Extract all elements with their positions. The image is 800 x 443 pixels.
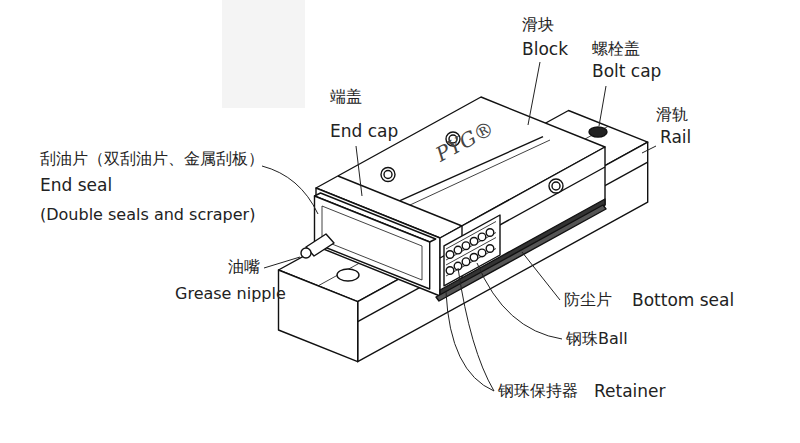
bolt-hole [384, 171, 392, 179]
leader-lines [262, 62, 656, 391]
part-label: Block [522, 40, 568, 60]
part-label: 防尘片 [564, 291, 612, 309]
rail-end [279, 270, 358, 362]
part-label: Bolt cap [592, 62, 661, 82]
ball-row [446, 229, 494, 275]
part-label: Grease nipple [175, 285, 286, 303]
bolt-hole [381, 168, 395, 182]
part-label: 钢珠Ball [566, 330, 628, 348]
part-label: End seal [40, 176, 112, 196]
part-label: 油嘴 [228, 258, 260, 276]
part-label: (Double seals and scraper) [40, 206, 255, 224]
cutaway [444, 215, 500, 286]
bottom-seal [436, 205, 606, 301]
part-label: 钢珠保持器 [498, 382, 578, 400]
bolt-cap [589, 127, 607, 137]
background-patch [222, 0, 305, 108]
bolt-hole [552, 182, 560, 190]
part-label: 滑轨 [656, 106, 688, 124]
part-label: 滑块 [522, 16, 554, 34]
rail-hole [337, 269, 359, 281]
bolt-hole [549, 179, 563, 193]
part-label: Rail [660, 128, 691, 148]
part-label: Retainer [594, 382, 666, 402]
retainer [446, 238, 496, 266]
part-label: End cap [330, 122, 398, 142]
part-label: Bottom seal [632, 291, 734, 311]
part-label: 刮油片（双刮油片、金属刮板） [40, 150, 264, 168]
top-groove [410, 140, 550, 205]
grease-nipple [301, 248, 311, 258]
part-label: 端盖 [330, 88, 362, 106]
end-seal [322, 206, 422, 280]
part-label: 螺栓盖 [592, 40, 640, 58]
